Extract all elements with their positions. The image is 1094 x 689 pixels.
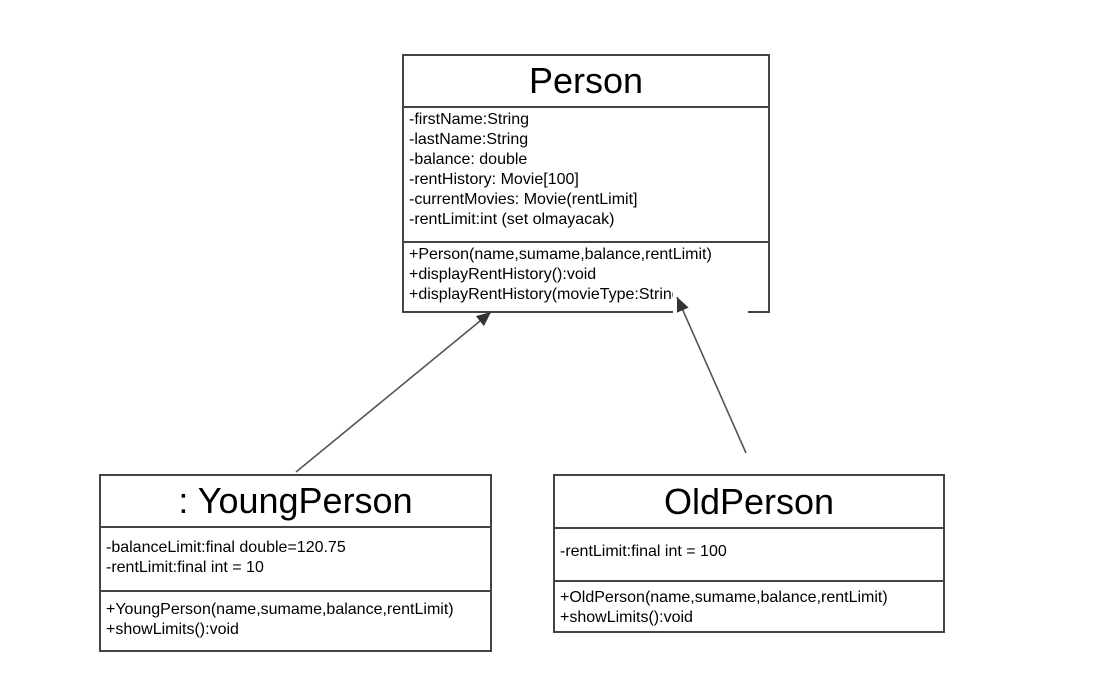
attributes-section: -rentLimit:final int = 100 — [555, 529, 943, 580]
attribute: -lastName:String — [409, 131, 529, 148]
method: +displayRentHistory(movieType:String):vo… — [409, 286, 720, 303]
attributes-section: -firstName:String -lastName:String -bala… — [404, 108, 768, 241]
association-young-to-person — [295, 311, 492, 473]
attribute: -firstName:String — [409, 111, 530, 128]
methods-section: +Person(name,sumame,balance,rentLimit) +… — [404, 241, 768, 307]
attribute: -currentMovies: Movie(rentLimit] — [409, 191, 638, 208]
attribute: -rentLimit:final int = 10 — [106, 559, 264, 576]
method: +OldPerson(name,sumame,balance,rentLimit… — [560, 589, 888, 606]
class-young-person: : YoungPerson -balanceLimit:final double… — [99, 474, 492, 652]
attribute: -rentLimit:final int = 100 — [560, 543, 727, 560]
method: +YoungPerson(name,sumame,balance,rentLim… — [106, 601, 454, 618]
method: +Person(name,sumame,balance,rentLimit) — [409, 246, 712, 263]
class-old-person: OldPerson -rentLimit:final int = 100 +Ol… — [553, 474, 945, 633]
method: +showLimits():void — [106, 621, 239, 638]
method: +displayRentHistory():void — [409, 266, 597, 283]
attribute: -balanceLimit:final double=120.75 — [106, 539, 346, 556]
attribute: -rentHistory: Movie[100] — [409, 171, 579, 188]
class-name: Person — [404, 56, 768, 108]
method: +showLimits():void — [560, 609, 693, 626]
methods-section: +OldPerson(name,sumame,balance,rentLimit… — [555, 580, 943, 630]
attribute: -balance: double — [409, 151, 528, 168]
class-name: OldPerson — [555, 476, 943, 529]
class-name: : YoungPerson — [101, 476, 490, 528]
association-old-to-person — [676, 296, 747, 454]
class-person: Person -firstName:String -lastName:Strin… — [402, 54, 770, 313]
attributes-section: -balanceLimit:final double=120.75 -rentL… — [101, 528, 490, 590]
methods-section: +YoungPerson(name,sumame,balance,rentLim… — [101, 590, 490, 642]
attribute: -rentLimit:int (set olmayacak) — [409, 211, 615, 228]
